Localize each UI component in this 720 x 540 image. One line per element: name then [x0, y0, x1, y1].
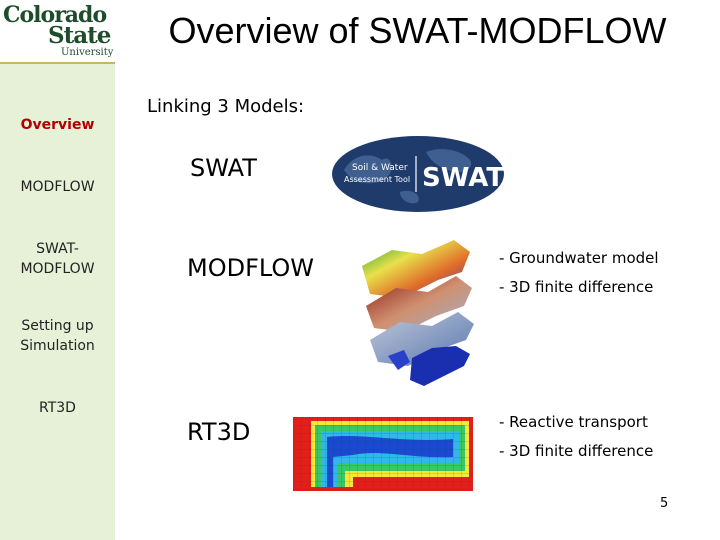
nav-item-modflow[interactable]: MODFLOW [20, 179, 95, 195]
model-label-swat: SWAT [190, 154, 257, 182]
modflow-bullets: - Groundwater model - 3D finite differen… [499, 244, 659, 302]
swat-badge-big: SWAT [422, 163, 504, 193]
model-label-modflow: MODFLOW [187, 254, 315, 282]
nav-item-overview[interactable]: Overview [20, 117, 95, 133]
logo-line3: University [61, 47, 114, 58]
transport-grid-image-icon [293, 417, 473, 491]
csu-logo: Colorado State University [0, 0, 115, 64]
swat-badge-small-line2: Assessment Tool [344, 175, 410, 184]
nav-item-swat-modflow[interactable]: SWAT- MODFLOW [0, 239, 115, 279]
bullet-item: - Groundwater model [499, 249, 659, 267]
nav-label-line1: Setting up [21, 318, 94, 334]
groundwater-layers-image-icon [362, 240, 474, 386]
intro-text: Linking 3 Models: [147, 96, 305, 117]
model-label-rt3d: RT3D [187, 418, 251, 446]
logo-rule [0, 62, 115, 64]
swat-logo-icon: Soil & Water Assessment Tool SWAT [332, 136, 504, 212]
logo-line2: State [48, 22, 111, 49]
nav-label-line1: SWAT- [36, 241, 79, 257]
nav-label-line2: MODFLOW [20, 261, 95, 277]
bullet-item: - Reactive transport [499, 413, 648, 431]
nav-item-rt3d[interactable]: RT3D [39, 400, 76, 416]
sidebar: Colorado State University Overview MODFL… [0, 0, 115, 540]
bullet-item: - 3D finite difference [499, 442, 654, 460]
nav-label-line2: Simulation [20, 338, 95, 354]
slide-title: Overview of SWAT-MODFLOW [168, 10, 667, 51]
logo-line1: Colorado [3, 2, 107, 28]
nav-item-setting-up-simulation[interactable]: Setting up Simulation [0, 316, 115, 356]
bullet-item: - 3D finite difference [499, 278, 654, 296]
rt3d-bullets: - Reactive transport - 3D finite differe… [499, 408, 653, 466]
page-number: 5 [660, 496, 669, 511]
swat-badge-small-line1: Soil & Water [352, 163, 408, 173]
